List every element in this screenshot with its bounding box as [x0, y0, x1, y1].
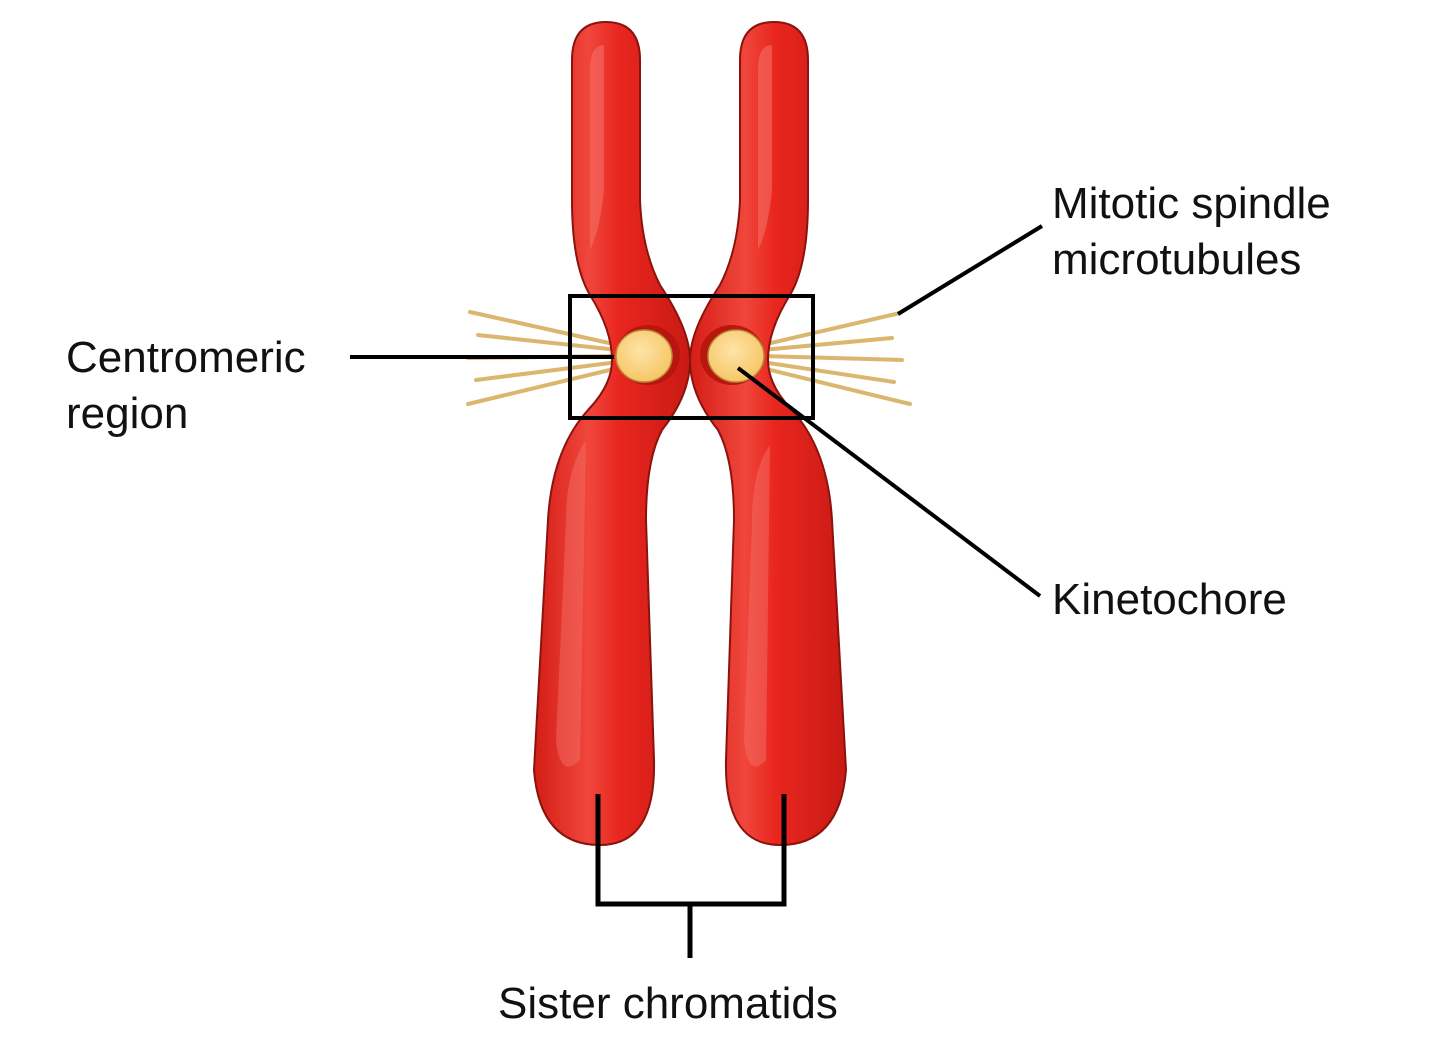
left-chromatid: [532, 20, 692, 847]
right-chromatid-lower-highlight: [744, 445, 770, 767]
sister-chromatids-label: Sister chromatids: [498, 979, 838, 1028]
kinetochore-label: Kinetochore: [1052, 575, 1287, 624]
mitotic-spindle-microtubules-label: Mitotic spindle microtubules: [1052, 176, 1331, 288]
left-chromatid-lower-highlight: [556, 440, 586, 767]
centromeric-region-label-line2: region: [66, 389, 189, 438]
right-chromatid-highlight: [758, 45, 772, 250]
microtubules-right: [760, 311, 912, 406]
centromeric-region-label-line1: Centromeric: [66, 333, 306, 382]
centromeric-region-label: Centromeric region: [66, 330, 306, 442]
mitotic-spindle-label-line2: microtubules: [1052, 235, 1302, 284]
sister-chromatids-bracket: [595, 794, 787, 958]
left-chromatid-highlight: [590, 45, 604, 250]
left-kinetochore: [615, 325, 680, 385]
right-chromatid: [688, 20, 848, 847]
right-kinetochore: [700, 325, 765, 385]
mitotic-spindle-label-line1: Mitotic spindle: [1052, 179, 1331, 228]
kinetochore-leader-line: [736, 366, 1042, 598]
spindle-leader-line: [896, 224, 1044, 316]
